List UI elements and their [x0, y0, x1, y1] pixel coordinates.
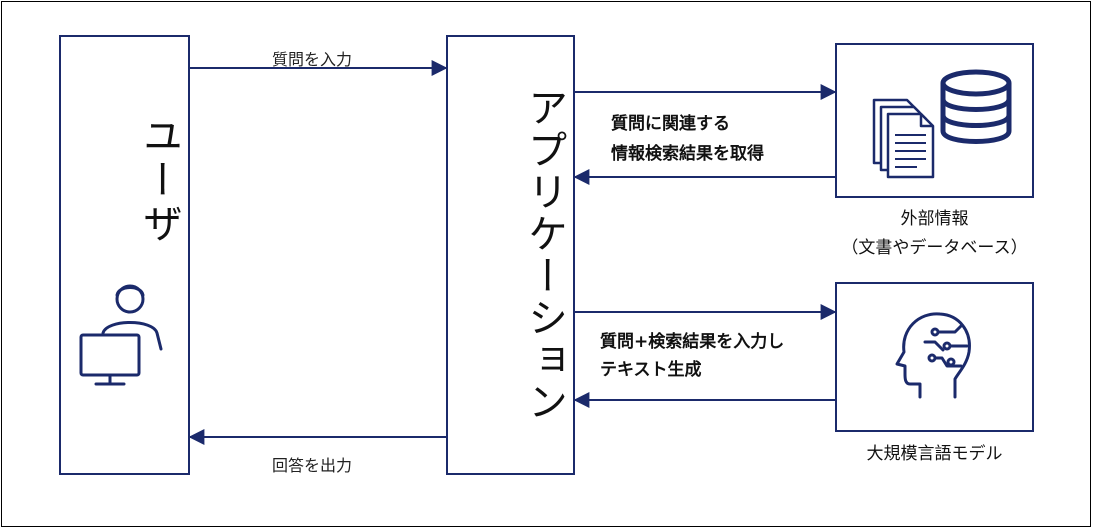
- application-label: アプリケーション: [521, 87, 567, 423]
- database-icon: [940, 69, 1012, 144]
- external-info-box: [835, 43, 1034, 198]
- edge-label-generate-2: テキスト生成: [600, 360, 702, 380]
- person-at-computer-icon: [79, 284, 163, 386]
- external-info-title: 外部情報: [900, 209, 969, 229]
- edge-label-output-answer: 回答を出力: [272, 456, 353, 475]
- llm-box: [835, 282, 1034, 432]
- llm-title: 大規模言語モデル: [866, 444, 1003, 464]
- edge-label-generate-1: 質問+検索結果を入力し: [600, 332, 785, 352]
- user-box: ユーザ: [59, 35, 190, 475]
- edge-label-input-question: 質問を入力: [272, 50, 353, 69]
- documents-icon: [872, 98, 935, 179]
- external-info-subtitle: （文書やデータベース）: [841, 238, 1028, 258]
- ai-brain-head-icon: [895, 312, 971, 399]
- application-box: アプリケーション: [446, 35, 575, 475]
- edge-label-retrieve-1: 質問に関連する: [611, 114, 730, 134]
- edge-label-retrieve-2: 情報検索結果を取得: [611, 144, 764, 164]
- user-label: ユーザ: [136, 115, 182, 247]
